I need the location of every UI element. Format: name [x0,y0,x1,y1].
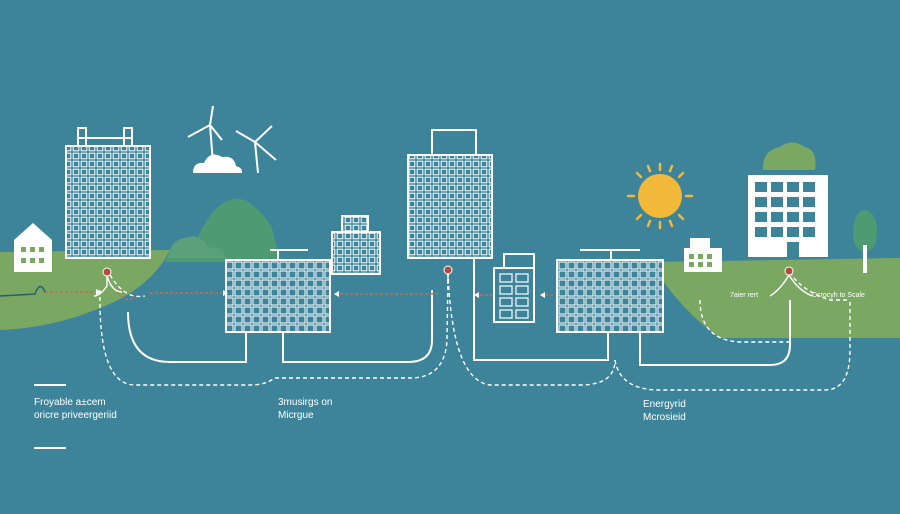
house-icon [14,223,52,272]
tree-icon [852,210,877,273]
connection-node [102,265,794,277]
annotation-right-a: 7aier rert [730,292,759,299]
small-building-center [331,215,381,275]
office-building-right [748,175,828,257]
caption-center-line1: 3musirgs on [278,397,333,408]
caption-right-line1: Energyrid [643,399,686,410]
ground-wire [0,285,46,297]
battery-storage-icon [493,253,535,323]
sun-icon [626,162,694,230]
dashed-distribution-lines [99,271,851,391]
tree-cluster-left [168,236,226,258]
divider-bottom-left [34,447,66,449]
office-building-left [65,127,151,259]
small-house-right [684,238,722,272]
divider-top-left [34,384,66,386]
solar-panel-left [225,249,331,333]
right-tree-blob [762,142,816,170]
cloud-icon [193,154,243,173]
annotation-right-b: Ccrocуh to Scale [812,292,865,299]
node-drops [93,274,813,297]
caption-right-line2: Mcrosieid [643,412,686,423]
right-ground [650,258,900,338]
grid-connection-lines [127,258,791,366]
arrowheads [96,289,545,298]
caption-left-line2: oricre priveergeriid [34,410,117,421]
office-building-center [407,129,493,259]
solar-panel-right [556,249,664,333]
caption-left-line1: Froyable a±cem [34,397,106,408]
caption-center-line2: Micrgue [278,410,314,421]
